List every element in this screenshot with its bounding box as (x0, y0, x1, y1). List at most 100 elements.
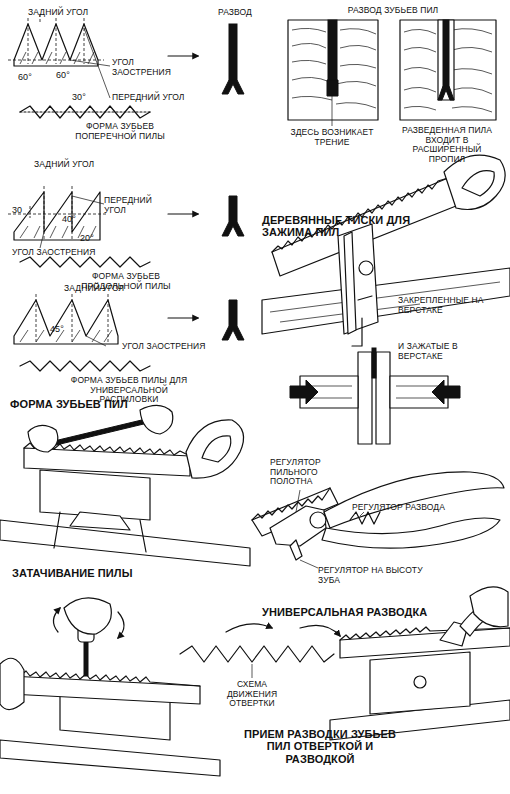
clamp-arrow (290, 380, 318, 404)
wood (400, 20, 496, 120)
set-profile (222, 300, 244, 340)
wood-block (288, 20, 378, 126)
sharpening (0, 405, 250, 566)
vise-jaw (344, 232, 356, 334)
blade (443, 20, 449, 86)
tooth-profile (14, 300, 118, 344)
pliers-jaw (270, 506, 326, 546)
callout-label: 45° (50, 324, 76, 334)
bench (0, 740, 220, 776)
saw-blade (340, 628, 510, 658)
teeth-plan (180, 646, 334, 662)
wing-nut (359, 261, 373, 275)
rotation-arrow (53, 608, 60, 632)
wood-block (400, 20, 496, 120)
hand (470, 587, 508, 627)
blade-section (229, 24, 237, 80)
wood-grain (306, 386, 442, 398)
callout-label: УГОЛ ЗАОСТРЕНИЯ (12, 248, 122, 258)
callout-label: 60° (56, 70, 82, 80)
saw-teeth (10, 671, 200, 686)
callout-label: 20° (80, 233, 106, 243)
vise-base (70, 512, 130, 530)
bench (262, 268, 510, 334)
wooden-vise (262, 155, 510, 346)
callout-label: ПЕРЕДНИЙ УГОЛ (104, 196, 164, 215)
callout-label: УГОЛ ЗАОСТРЕНИЯ (112, 58, 176, 77)
leader-line (86, 336, 106, 346)
hatching (20, 330, 112, 342)
teeth-plan (20, 106, 150, 118)
hand (140, 405, 173, 434)
callout-label: ЗАДНИЙ УГОЛ (34, 160, 114, 170)
callout-label: УГОЛ ЗАОСТРЕНИЯ (122, 342, 222, 352)
handle-hole (202, 436, 231, 462)
pivot (310, 512, 326, 528)
callout-label: ЗАДНИЙ УГОЛ (64, 284, 144, 294)
set-profile (222, 24, 244, 94)
motion-scheme (180, 624, 340, 678)
callout-label: РЕГУЛЯТОР РАЗВОДА (352, 503, 482, 513)
wing-nut (414, 676, 426, 688)
callout-label: 30° (72, 92, 98, 102)
set-profile (222, 196, 244, 236)
saw-blade (10, 676, 200, 704)
teeth-plan (20, 111, 150, 112)
wood (288, 20, 378, 120)
vise (370, 652, 470, 714)
callout-label: 40° (62, 214, 88, 224)
callout-label: 60° (18, 72, 44, 82)
saw-handle (186, 420, 244, 478)
callout-label: ЗАКРЕПЛЕННЫЕ НА ВЕРСТАКЕ (398, 296, 493, 315)
vise (40, 470, 150, 520)
callout-label: СХЕМА ДВИЖЕНИЯ ОТВЕРТКИ (212, 680, 292, 709)
tooth-set (438, 86, 454, 100)
vise-jaw (338, 224, 378, 334)
wood-grain (270, 282, 500, 322)
kerf (438, 20, 454, 100)
file (50, 418, 152, 446)
vise-leg (54, 512, 146, 552)
section-heading: ДЕРЕВЯННЫЕ ТИСКИ ДЛЯ ЗАЖИМА ПИЛ (262, 214, 437, 239)
screwdriver-setting (0, 598, 220, 776)
tooth-set (222, 80, 244, 94)
clamp-arrow (432, 380, 460, 404)
callout-label: РАЗВОД (200, 8, 270, 18)
leader-line (70, 28, 110, 98)
blade (372, 348, 376, 378)
callout-label: РЕГУЛЯТОР ПИЛЬНОГО ПОЛОТНА (270, 458, 352, 487)
callout-label: ФОРМА ЗУБЬЕВ ПОПЕРЕЧНОЙ ПИЛЫ (62, 122, 178, 141)
callout-label: 30 (12, 205, 34, 215)
vise-section (290, 348, 460, 444)
handle-hole (462, 171, 494, 196)
callout-label: ЗДЕСЬ ВОЗНИКАЕТ ТРЕНИЕ (288, 128, 376, 147)
section-heading: УНИВЕРСАЛЬНАЯ РАЗВОДКА (262, 606, 502, 618)
jaw (358, 352, 372, 444)
angle-line (36, 294, 108, 344)
teeth-plan (20, 257, 150, 267)
spring (350, 512, 380, 524)
section-heading: ЗАТАЧИВАНИЕ ПИЛЫ (12, 567, 212, 579)
screwdriver (84, 640, 88, 676)
callout-label: ПЕРЕДНИЙ УГОЛ (112, 93, 202, 103)
motion-arrow (300, 625, 340, 636)
kerf (327, 80, 338, 96)
callout-label: И ЗАЖАТЫЕ В ВЕРСТАКЕ (398, 342, 488, 361)
leader-line (332, 96, 333, 126)
callout-label: РАЗВОД ЗУБЬЕВ ПИЛ (318, 6, 468, 16)
callout-label: РЕГУЛЯТОР НА ВЫСОТУ ЗУБА (318, 566, 436, 585)
motion-arrow (226, 624, 272, 632)
callout-label: ЗАДНИЙ УГОЛ (28, 8, 108, 18)
pliers-handle (322, 518, 500, 548)
teeth-plan (20, 361, 150, 371)
jaw (376, 352, 390, 444)
section-heading: ПРИЕМ РАЗВОДКИ ЗУБЬЕВ ПИЛ ОТВЕРТКОЙ И РА… (232, 728, 408, 765)
arrow (168, 317, 198, 318)
set-pliers (252, 472, 504, 568)
blade (328, 20, 337, 80)
leader-line (252, 664, 253, 678)
hand (64, 598, 111, 634)
universal-teeth (14, 294, 150, 371)
